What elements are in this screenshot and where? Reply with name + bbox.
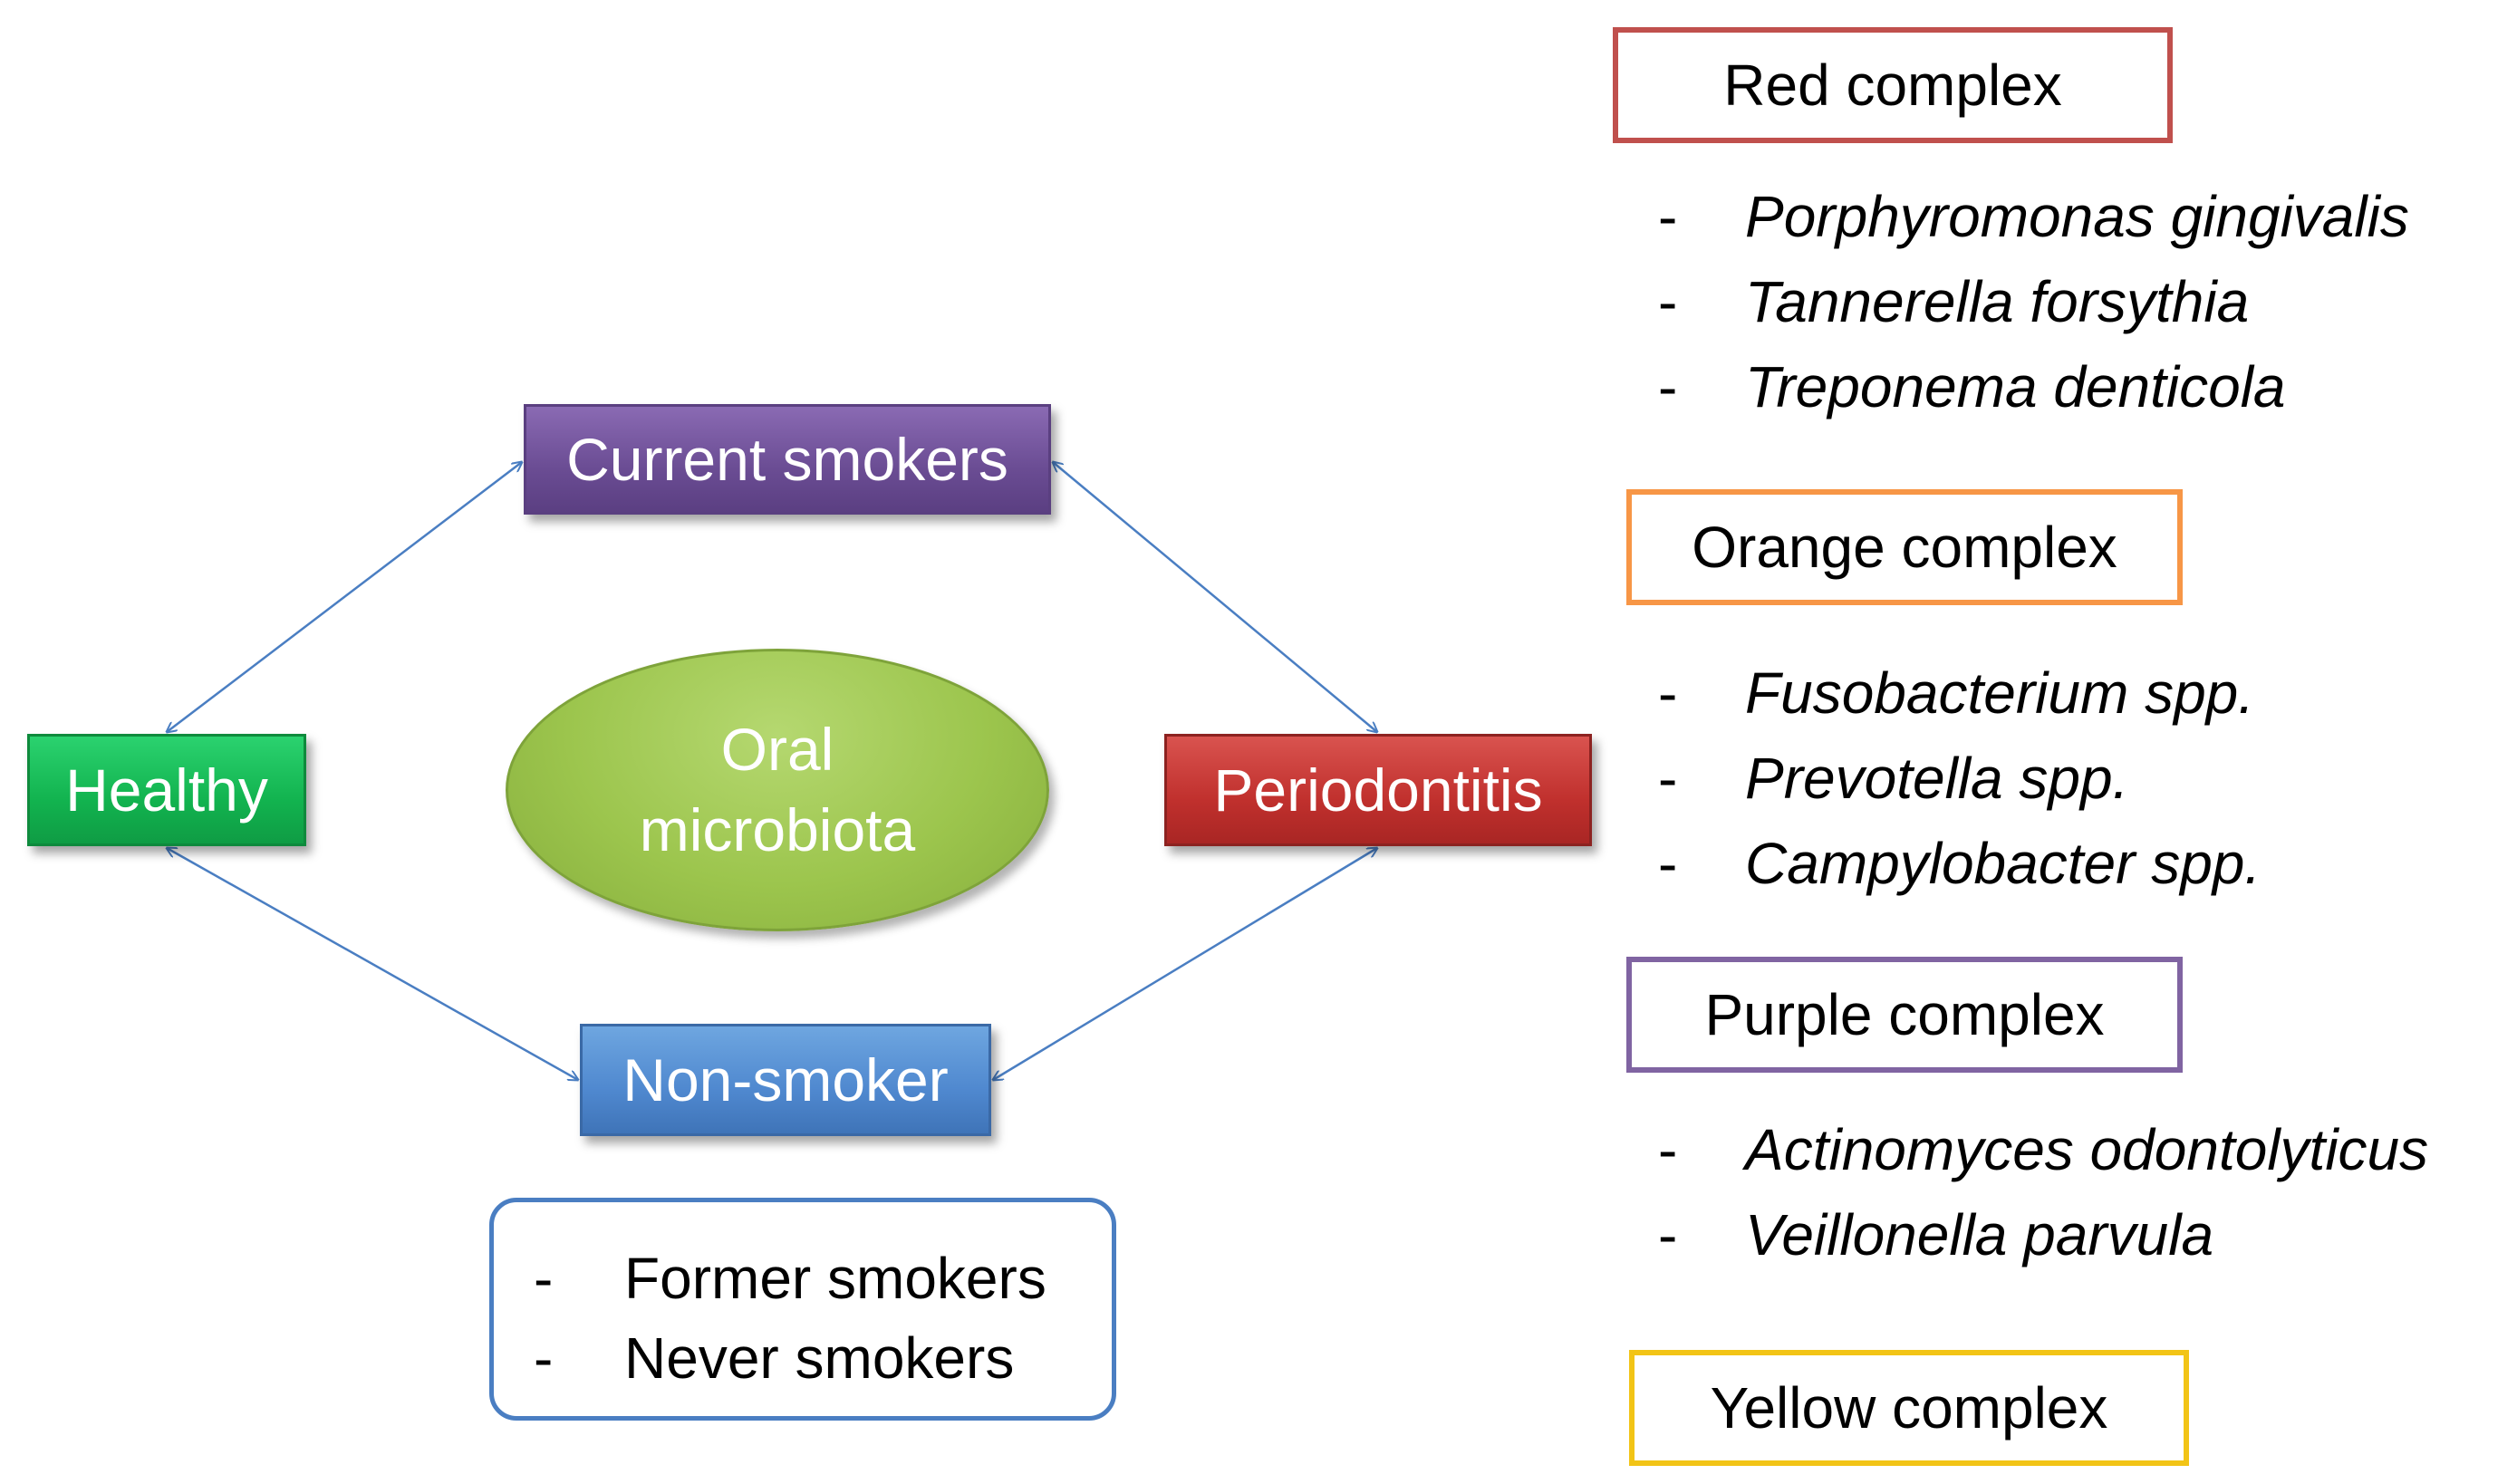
purple-complex-title: Purple complex — [1704, 982, 2105, 1047]
species-name: Veillonella parvula — [1745, 1202, 2214, 1267]
periodontitis-node: Periodontitis — [1164, 734, 1592, 846]
former-smokers-text: Former smokers — [624, 1246, 1046, 1311]
never-smokers-text: Never smokers — [624, 1325, 1015, 1391]
orange-complex-title: Orange complex — [1692, 515, 2117, 580]
list-dash: - — [1658, 1202, 1678, 1267]
list-dash: - — [1658, 184, 1678, 249]
species-name: Actinomyces odontolyticus — [1745, 1117, 2429, 1182]
list-dash: - — [1658, 660, 1678, 726]
list-dash: - — [1658, 354, 1678, 419]
arrow-healthy-current-smokers — [167, 462, 522, 732]
red-complex-box: Red complex — [1613, 27, 2173, 143]
current-smokers-label: Current smokers — [566, 426, 1008, 493]
current-smokers-node: Current smokers — [524, 404, 1051, 515]
non-smoker-label: Non-smoker — [622, 1046, 949, 1113]
species-name: Tannerella forsythia — [1745, 269, 2250, 334]
healthy-label: Healthy — [65, 756, 268, 824]
list-dash: - — [1658, 831, 1678, 896]
species-name: Prevotella spp. — [1745, 746, 2129, 811]
list-dash: - — [534, 1325, 554, 1391]
yellow-complex-title: Yellow complex — [1710, 1375, 2108, 1441]
list-dash: - — [534, 1246, 554, 1311]
list-item: - Former smokers — [534, 1238, 1112, 1318]
arrow-healthy-non-smoker — [167, 848, 578, 1080]
list-dash: - — [1658, 1117, 1678, 1182]
species-name: Porphyromonas gingivalis — [1745, 184, 2409, 249]
oral-microbiota-label-line2: microbiota — [639, 796, 916, 863]
orange-complex-box: Orange complex — [1626, 489, 2183, 605]
periodontitis-label: Periodontitis — [1213, 756, 1543, 824]
arrow-current-smokers-periodontitis — [1053, 462, 1377, 732]
non-smoker-types-box: - Former smokers - Never smokers — [489, 1198, 1116, 1421]
oral-microbiota-label-line1: Oral — [720, 715, 834, 783]
oral-microbiota-ellipse: Oral microbiota — [506, 649, 1049, 931]
list-item: - Never smokers — [534, 1318, 1112, 1398]
list-dash: - — [1658, 269, 1678, 334]
red-complex-title: Red complex — [1723, 53, 2062, 118]
non-smoker-node: Non-smoker — [580, 1024, 991, 1136]
healthy-node: Healthy — [27, 734, 306, 846]
species-name: Campylobacter spp. — [1745, 831, 2261, 896]
arrow-periodontitis-non-smoker — [993, 848, 1377, 1080]
species-name: Treponema denticola — [1745, 354, 2286, 419]
species-name: Fusobacterium spp. — [1745, 660, 2255, 726]
yellow-complex-box: Yellow complex — [1629, 1350, 2189, 1466]
purple-complex-box: Purple complex — [1626, 957, 2183, 1073]
list-dash: - — [1658, 746, 1678, 811]
